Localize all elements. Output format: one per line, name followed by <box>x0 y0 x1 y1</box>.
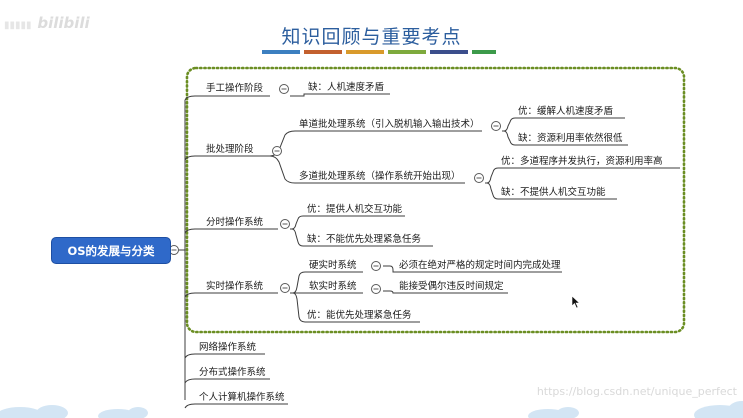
root-node[interactable]: OS的发展与分类 <box>51 237 171 264</box>
node-batch-stage[interactable]: 批处理阶段 <box>206 144 254 155</box>
node-multi-batch-pro[interactable]: 优：多道程序并发执行，资源利用率高 <box>501 156 663 167</box>
node-soft-realtime[interactable]: 软实时系统 <box>309 281 357 292</box>
watermark-logo: ▮▮▮▮▮ bilibili <box>4 14 90 32</box>
node-multi-batch[interactable]: 多道批处理系统（操作系统开始出现） <box>299 171 461 182</box>
trunk-line <box>178 100 186 400</box>
node-single-batch-pro[interactable]: 优：缓解人机速度矛盾 <box>518 106 614 117</box>
node-multi-batch-con[interactable]: 缺：不提供人机交互功能 <box>501 187 606 198</box>
page-title: 知识回顾与重要考点 <box>281 26 462 48</box>
node-network-os[interactable]: 网络操作系统 <box>199 342 257 353</box>
node-realtime-os[interactable]: 实时操作系统 <box>206 281 264 292</box>
mouse-cursor-icon <box>571 295 581 309</box>
node-single-batch-con[interactable]: 缺：资源利用率依然很低 <box>518 133 623 144</box>
node-soft-realtime-desc[interactable]: 能接受偶尔违反时间规定 <box>399 281 504 292</box>
cloud-decoration-right <box>528 401 743 418</box>
node-manual-stage[interactable]: 手工操作阶段 <box>206 83 264 94</box>
cloud-decoration-left <box>0 405 148 418</box>
dotted-frame <box>185 66 686 334</box>
node-realtime-pro[interactable]: 优：能优先处理紧急任务 <box>307 310 412 321</box>
node-personal-os[interactable]: 个人计算机操作系统 <box>199 392 285 403</box>
watermark-url: https://blog.csdn.net/unique_perfect <box>536 385 737 398</box>
node-manual-con[interactable]: 缺：人机速度矛盾 <box>308 82 385 93</box>
node-timesharing-con[interactable]: 缺：不能优先处理紧急任务 <box>307 234 422 245</box>
title-color-bars <box>262 50 496 54</box>
node-hard-realtime-desc[interactable]: 必须在绝对严格的规定时间内完成处理 <box>399 260 561 271</box>
node-single-batch[interactable]: 单道批处理系统（引入脱机输入输出技术） <box>299 119 480 130</box>
node-hard-realtime[interactable]: 硬实时系统 <box>309 260 357 271</box>
node-distributed-os[interactable]: 分布式操作系统 <box>199 367 266 378</box>
node-timesharing-pro[interactable]: 优：提供人机交互功能 <box>307 204 403 215</box>
node-timesharing-os[interactable]: 分时操作系统 <box>206 217 264 228</box>
